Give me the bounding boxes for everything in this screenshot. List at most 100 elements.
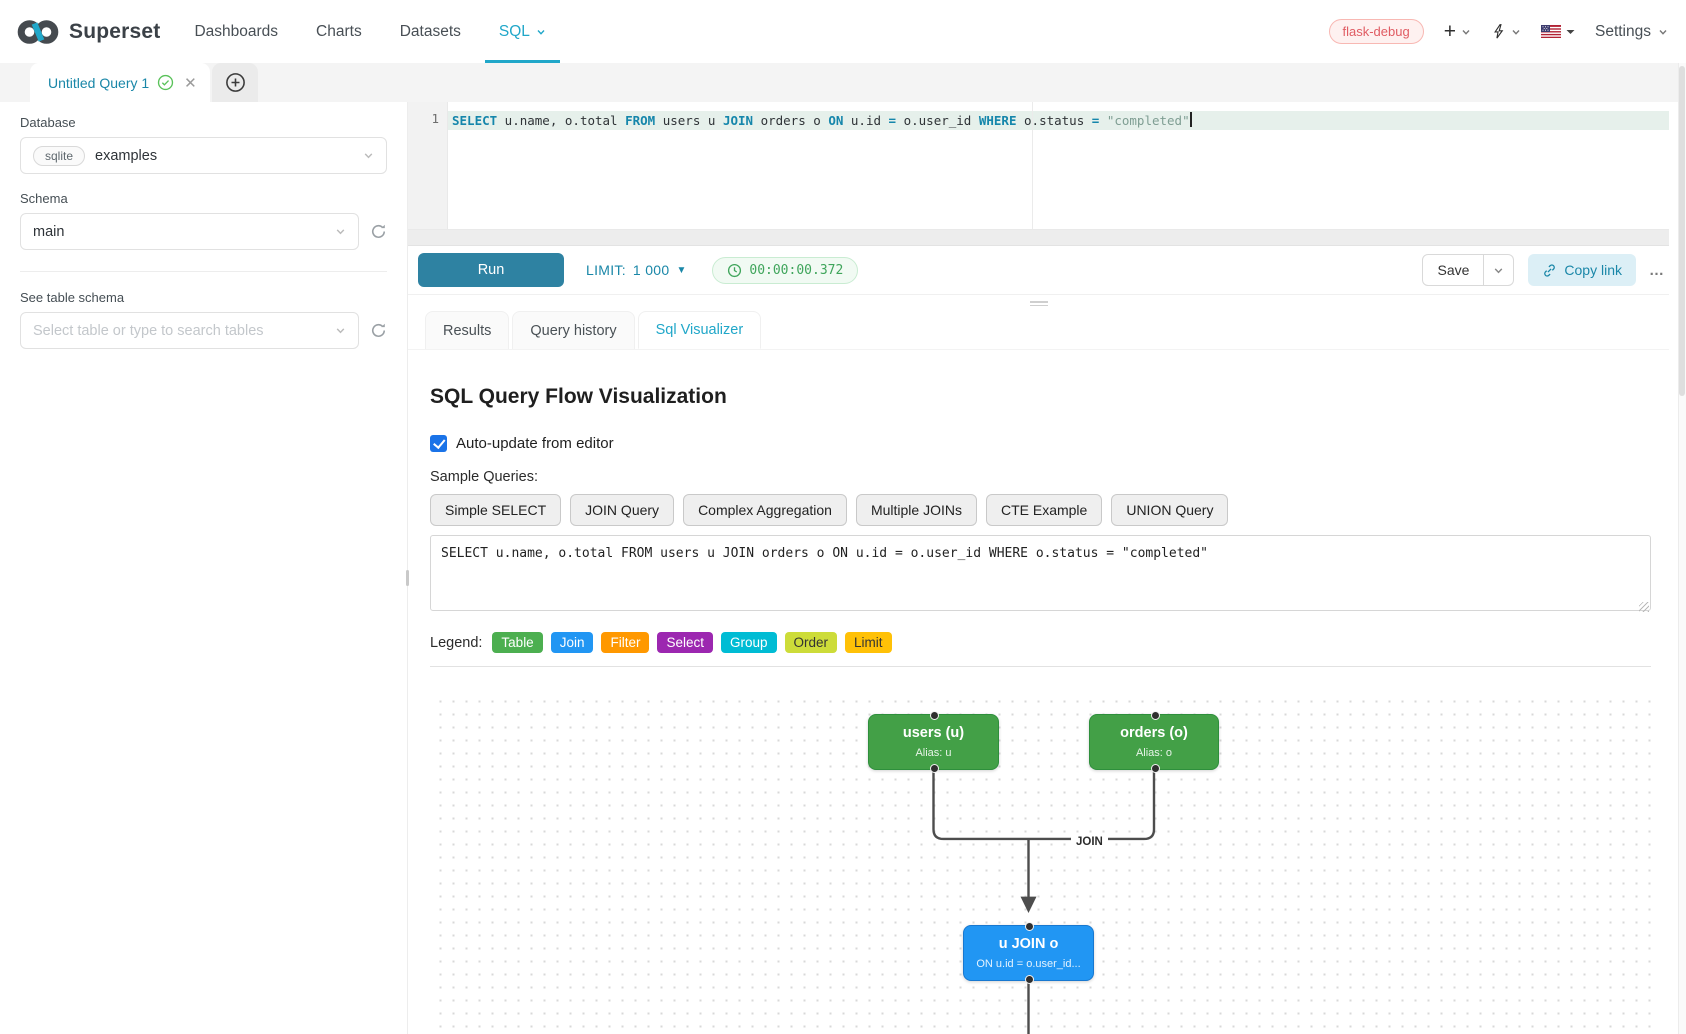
active-line-highlight xyxy=(448,111,1669,130)
new-menu[interactable]: + xyxy=(1444,21,1471,42)
chevron-down-icon xyxy=(336,229,345,235)
flow-canvas[interactable]: JOIN users (u) Alias: u orders (o) Alias… xyxy=(430,691,1651,1034)
editor-toolbar: Run LIMIT: 1 000 ▼ 00:00:00.372 Save Cop… xyxy=(408,246,1669,294)
database-label: Database xyxy=(20,115,76,130)
legend-badge-order: Order xyxy=(784,632,838,653)
nav-item-datasets[interactable]: Datasets xyxy=(399,22,461,40)
page-scrollbar xyxy=(1678,63,1686,1034)
add-tab-button[interactable] xyxy=(212,63,258,102)
navbar-right: flask-debug + Settings xyxy=(1328,19,1669,44)
lightning-icon xyxy=(1494,24,1504,39)
line-number: 1 xyxy=(431,111,439,126)
limit-dropdown[interactable]: LIMIT: 1 000 ▼ xyxy=(586,262,687,278)
chevron-down-icon xyxy=(1462,29,1470,35)
sample-button-complex-aggregation[interactable]: Complex Aggregation xyxy=(683,494,847,526)
brand-name: Superset xyxy=(69,19,161,43)
sqllab-sidebar: Database sqlite examples Schema main See… xyxy=(0,102,409,1034)
run-button[interactable]: Run xyxy=(418,253,564,287)
chevron-down-icon xyxy=(1512,29,1520,35)
copy-link-button[interactable]: Copy link xyxy=(1528,254,1636,286)
sample-button-join-query[interactable]: JOIN Query xyxy=(570,494,675,526)
auto-update-toggle[interactable]: Auto-update from editor xyxy=(430,435,1651,452)
panel-tabs: Results Query history Sql Visualizer xyxy=(408,311,1669,350)
legend: Legend: Table Join Filter Select Group O… xyxy=(430,632,1651,653)
scrollbar-thumb[interactable] xyxy=(1679,66,1685,396)
save-button[interactable]: Save xyxy=(1422,254,1485,286)
refresh-schema-button[interactable] xyxy=(370,223,387,240)
table-select-placeholder: Select table or type to search tables xyxy=(33,322,264,339)
query-tab-strip: Untitled Query 1 ✕ xyxy=(0,63,1686,102)
sample-button-multiple-joins[interactable]: Multiple JOINs xyxy=(855,494,977,526)
nav-item-dashboards[interactable]: Dashboards xyxy=(194,22,279,40)
check-circle-icon xyxy=(157,74,174,91)
timer-value: 00:00:00.372 xyxy=(749,262,844,278)
legend-badge-group: Group xyxy=(721,632,777,653)
superset-logo[interactable]: Superset xyxy=(16,17,160,47)
settings-menu[interactable]: Settings xyxy=(1595,23,1668,41)
sample-button-union-query[interactable]: UNION Query xyxy=(1111,494,1229,526)
results-panel: Results Query history Sql Visualizer SQL… xyxy=(408,294,1669,1034)
sidebar-divider xyxy=(20,271,387,272)
us-flag-icon xyxy=(1540,25,1561,38)
content-divider xyxy=(430,666,1651,667)
flow-node-join[interactable]: u JOIN o ON u.id = o.user_id... xyxy=(963,922,1094,984)
sample-button-simple-select[interactable]: Simple SELECT xyxy=(430,494,562,526)
sample-query-buttons: Simple SELECT JOIN Query Complex Aggrega… xyxy=(430,494,1651,526)
close-icon[interactable]: ✕ xyxy=(184,74,197,92)
tab-query-history[interactable]: Query history xyxy=(512,311,635,349)
query-tab[interactable]: Untitled Query 1 ✕ xyxy=(30,63,210,102)
refresh-tables-button[interactable] xyxy=(370,322,387,339)
editor-resize-strip[interactable] xyxy=(408,230,1669,246)
chevron-down-icon xyxy=(1659,29,1667,35)
refresh-icon xyxy=(371,224,386,238)
panel-resize-handle[interactable] xyxy=(1029,299,1048,308)
save-dropdown-button[interactable] xyxy=(1484,254,1515,286)
sidebar-resize-handle[interactable] xyxy=(406,570,409,586)
legend-badge-limit: Limit xyxy=(845,632,892,653)
tab-results[interactable]: Results xyxy=(425,311,510,349)
visualizer-content: SQL Query Flow Visualization Auto-update… xyxy=(408,350,1669,1034)
query-input[interactable]: SELECT u.name, o.total FROM users u JOIN… xyxy=(430,535,1651,611)
nav-item-sql[interactable]: SQL xyxy=(484,0,560,63)
sqllab-menu[interactable] xyxy=(1491,23,1521,40)
plus-circle-icon xyxy=(225,73,245,92)
legend-badge-select: Select xyxy=(657,632,713,653)
chevron-down-icon xyxy=(536,27,546,37)
schema-select[interactable]: main xyxy=(20,213,359,250)
table-schema-label: See table schema xyxy=(20,290,125,305)
textarea-resize-grip[interactable] xyxy=(1639,602,1649,612)
code-line: SELECT u.name, o.total FROM users u JOIN… xyxy=(452,112,1192,128)
chevron-down-icon xyxy=(336,328,345,334)
sample-button-cte-example[interactable]: CTE Example xyxy=(985,494,1103,526)
flow-node-orders[interactable]: orders (o) Alias: o xyxy=(1089,711,1219,773)
caret-down-icon xyxy=(1566,29,1575,34)
nav-item-charts[interactable]: Charts xyxy=(316,22,362,40)
refresh-icon xyxy=(371,323,386,337)
limit-value: 1 000 xyxy=(632,262,670,278)
schema-select-value: main xyxy=(33,223,65,240)
legend-label: Legend: xyxy=(430,634,483,651)
database-engine-badge: sqlite xyxy=(33,145,86,166)
sqllab-main: 1 SELECT u.name, o.total FROM users u JO… xyxy=(408,102,1686,1034)
tab-sql-visualizer[interactable]: Sql Visualizer xyxy=(637,311,762,349)
database-select[interactable]: sqlite examples xyxy=(20,137,387,174)
print-margin xyxy=(1032,102,1033,229)
checkbox-checked-icon[interactable] xyxy=(430,435,447,452)
link-icon xyxy=(1544,263,1556,277)
workspace: Database sqlite examples Schema main See… xyxy=(0,102,1686,1034)
database-select-value: examples xyxy=(95,147,158,164)
language-menu[interactable] xyxy=(1540,25,1575,38)
legend-badge-join: Join xyxy=(550,632,594,653)
editor-code-area[interactable]: SELECT u.name, o.total FROM users u JOIN… xyxy=(448,102,1669,229)
page-title: SQL Query Flow Visualization xyxy=(430,385,727,408)
table-select[interactable]: Select table or type to search tables xyxy=(20,312,359,349)
more-menu-button[interactable]: … xyxy=(1649,261,1665,279)
query-timer: 00:00:00.372 xyxy=(712,256,859,284)
clock-icon xyxy=(728,263,742,277)
join-edge-label: JOIN xyxy=(1071,834,1108,850)
query-tab-title: Untitled Query 1 xyxy=(48,74,150,91)
plus-icon: + xyxy=(1443,20,1456,43)
sample-queries-label: Sample Queries: xyxy=(430,469,538,485)
sql-editor: 1 SELECT u.name, o.total FROM users u JO… xyxy=(408,102,1669,230)
flow-node-users[interactable]: users (u) Alias: u xyxy=(868,711,999,773)
